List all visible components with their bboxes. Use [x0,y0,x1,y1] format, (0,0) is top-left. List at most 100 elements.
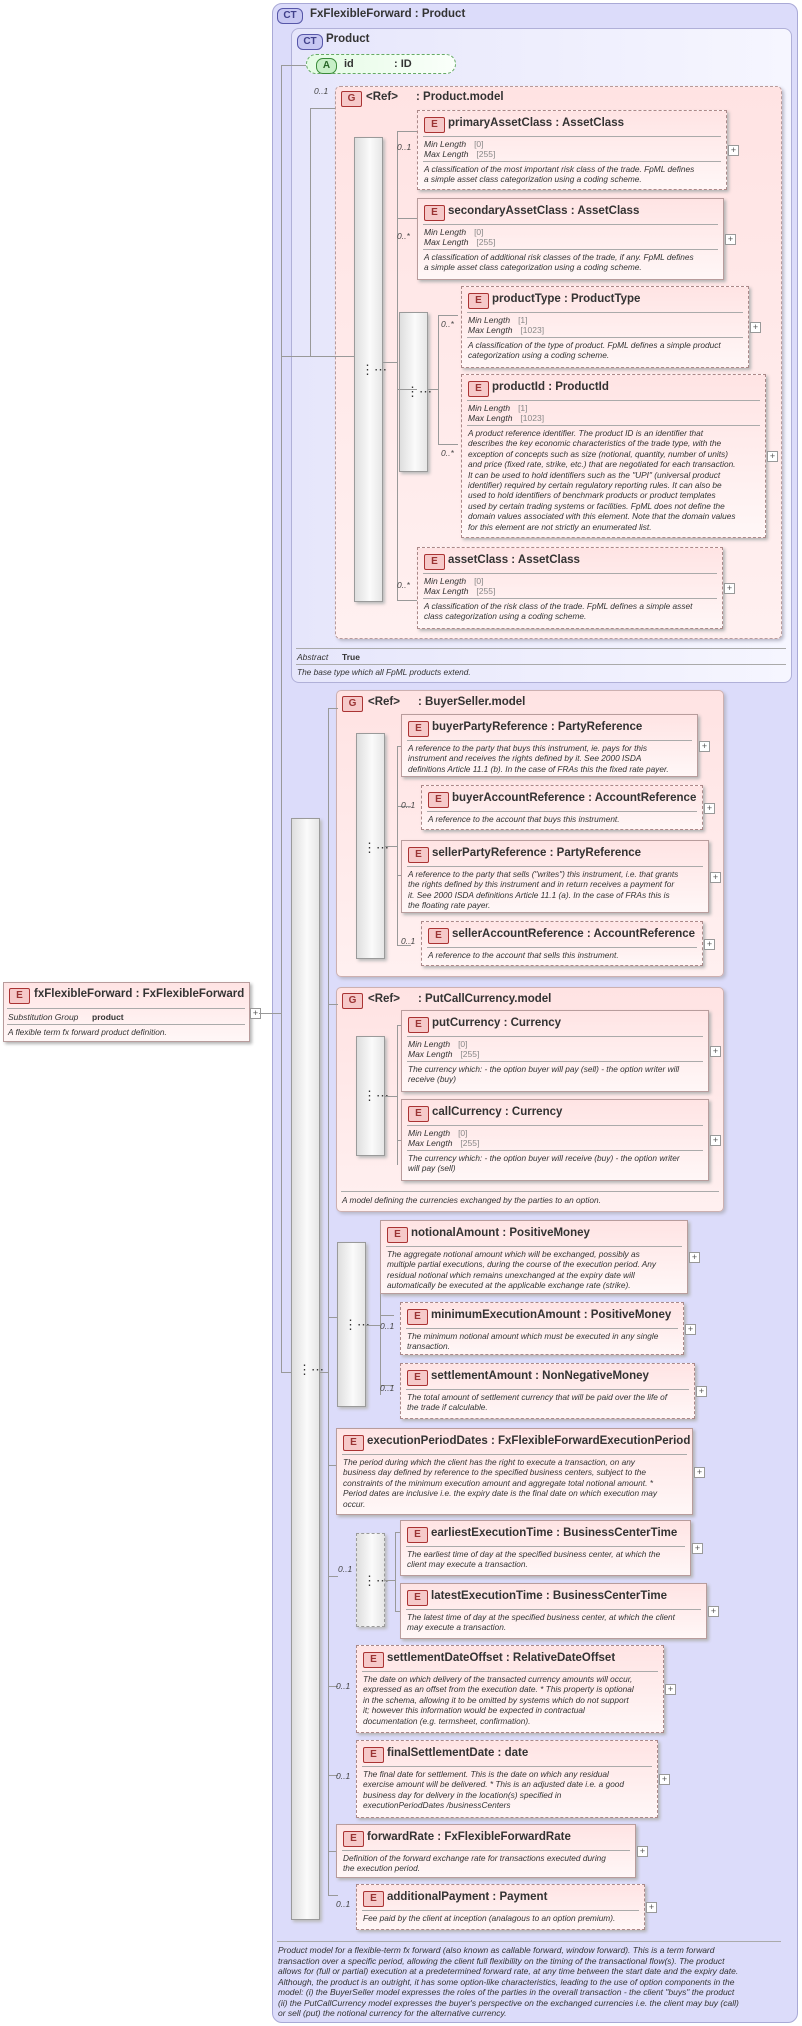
settlement-amount-description: The total amount of settlement currency … [407,1392,667,1413]
max-length-value: [1023] [520,413,545,423]
description-line: Although, the product is an outright, it… [278,1976,735,1987]
expand-icon[interactable]: + [665,1684,676,1695]
element-badge: E [468,381,489,397]
expand-icon[interactable]: + [685,1323,696,1335]
main-sequence[interactable] [291,818,320,1920]
sequence-icon: ⋮⋯ [406,384,432,399]
divider [296,664,786,665]
element-badge: E [363,1747,384,1763]
put-call-sequence[interactable] [356,1036,385,1156]
max-length-label: Max Length [408,1138,453,1148]
max-length-label: Max Length [424,237,469,247]
element-badge: E [424,554,445,570]
expand-icon[interactable]: + [646,1902,657,1913]
expand-icon[interactable]: + [728,145,739,156]
expand-icon[interactable]: + [710,871,721,883]
min-length-value: [0] [458,1128,468,1138]
product-id-multiplicity: 0..* [441,448,454,458]
expand-icon[interactable]: + [750,322,761,333]
description-line: exception of concepts such as size (noti… [468,448,728,459]
element-badge: E [408,1017,429,1033]
min-length-label: Min Length [424,576,467,586]
buyer-seller-sequence[interactable] [356,733,385,959]
description-line: (ii) the PutCallCurrency model expresses… [278,1997,739,2008]
description-line: the rights defined by this instrument an… [408,879,675,890]
product-type-id-sequence[interactable] [399,312,428,472]
description-line: transaction. [407,1341,450,1352]
secondary-asset-class-title: secondaryAssetClass : AssetClass [448,205,640,217]
expand-icon[interactable]: + [659,1774,670,1785]
description-line: exercise amount will be delivered. * Thi… [363,1779,625,1790]
secondary-asset-class-multiplicity: 0..* [397,231,410,241]
expand-icon[interactable]: + [710,1046,721,1057]
expand-icon[interactable]: + [704,802,715,814]
length-facets: Min Length[0]Max Length[255] [424,227,495,247]
description-line: it; however this information would be ex… [363,1705,585,1716]
buyer-seller-ref: <Ref> [368,696,400,708]
expand-icon[interactable]: + [689,1252,700,1263]
put-call-ref: <Ref> [368,993,400,1005]
expand-icon[interactable]: + [725,234,736,245]
min-length-label: Min Length [408,1039,451,1049]
group-badge: G [342,696,363,712]
expand-icon[interactable]: + [694,1466,705,1478]
length-facets: Min Length[0]Max Length[255] [424,576,495,596]
expand-icon[interactable]: + [696,1386,707,1397]
description-line: it. See 2000 ISDA definitions Article 11… [408,889,670,900]
minimum-execution-amount-title: minimumExecutionAmount : PositiveMoney [431,1309,672,1321]
group-badge: G [342,993,363,1009]
expand-icon[interactable]: + [708,1606,719,1617]
settlement-amount-title: settlementAmount : NonNegativeMoney [431,1370,649,1382]
expand-icon[interactable]: + [724,583,735,594]
connector-line [328,1895,338,1896]
description-line: Product model for a flexible-term fx for… [278,1945,715,1955]
amounts-sequence[interactable] [337,1242,366,1407]
max-length-row: Max Length[255] [424,586,495,596]
description-line: The currency which: - the option buyer w… [408,1153,680,1163]
id-attribute[interactable] [306,54,456,74]
substitution-group-label: Substitution Group [8,1012,79,1022]
expand-icon[interactable]: + [637,1846,648,1857]
divider [423,249,718,250]
element-badge: E [424,205,445,221]
connector-line [366,1325,380,1326]
min-length-value: [1] [518,315,528,325]
root-element-title: fxFlexibleForward : FxFlexibleForward [34,988,245,1000]
call-currency-description: The currency which: - the option buyer w… [408,1153,680,1174]
expand-icon[interactable]: + [767,451,778,462]
connector-line [328,1317,338,1318]
expand-icon[interactable]: + [710,1135,721,1146]
execution-time-sequence[interactable] [356,1533,385,1627]
expand-icon[interactable]: + [692,1543,703,1554]
product-model-sequence[interactable] [354,137,383,602]
connector-line [259,1013,281,1014]
expand-icon[interactable]: + [704,938,715,950]
divider [407,866,703,867]
max-length-row: Max Length[1023] [468,413,544,423]
description-line: automatically be executed at the applica… [387,1280,631,1291]
root-element[interactable] [3,982,250,1042]
element-badge: E [407,1590,428,1606]
expand-icon[interactable]: + [699,740,710,752]
